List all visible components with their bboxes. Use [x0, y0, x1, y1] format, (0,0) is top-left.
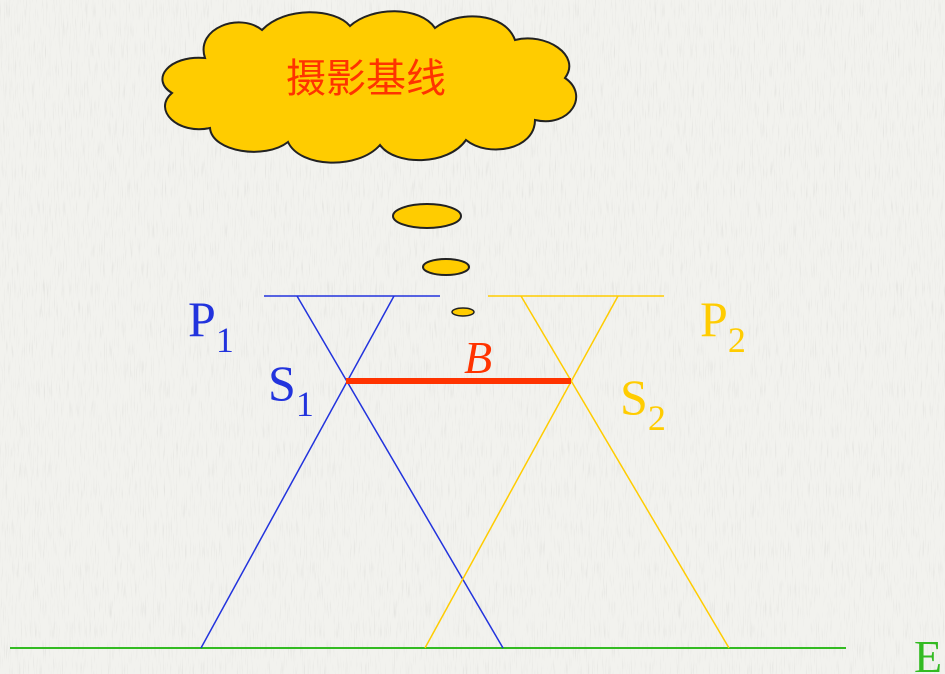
ray-1-left [296, 295, 504, 649]
label-s2: S2 [620, 369, 666, 438]
label-s1: S1 [268, 355, 314, 424]
label-p1: P1 [188, 291, 234, 360]
label-p2: P2 [700, 291, 746, 360]
thought-dot-large [392, 203, 462, 229]
cloud-shape [161, 10, 578, 164]
camera-2-geometry [424, 295, 730, 649]
thought-dot-medium [422, 258, 470, 276]
bubble-title: 摄影基线 [286, 56, 446, 102]
label-e: E [914, 631, 942, 674]
ray-2-right [424, 295, 619, 649]
label-b: B [464, 332, 492, 383]
camera-1-geometry [200, 295, 504, 649]
ray-2-left [520, 295, 730, 649]
thought-bubble: 摄影基线 [161, 10, 578, 317]
thought-dot-small [451, 307, 475, 317]
ray-1-right [200, 295, 395, 649]
